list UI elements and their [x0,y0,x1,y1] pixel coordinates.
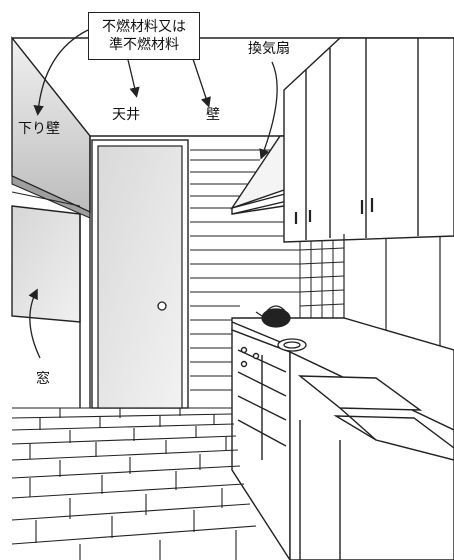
label-wall: 壁 [206,107,220,123]
window [11,191,81,323]
stove [277,338,307,352]
door [91,139,189,409]
label-hanging-wall: 下り壁 [18,121,60,137]
arrow-to-wall [191,55,211,108]
callout-line-2: 準不燃材料 [109,37,179,53]
label-range-hood: 換気扇 [248,41,290,57]
tile-backsplash [299,233,345,323]
arrow-to-hanging-wall [33,29,89,116]
sink [297,375,454,461]
callout-box: 不燃材料又は 準不燃材料 [88,12,200,60]
arrow-to-range-hood [259,61,278,160]
callout-line-1: 不燃材料又は [102,19,186,35]
label-ceiling: 天井 [112,107,140,123]
hanging-wall [11,35,91,219]
kettle [255,305,291,328]
label-window: 窓 [36,371,50,387]
arrow-to-window [28,288,41,359]
arrow-to-ceiling [127,59,140,98]
floor [11,407,257,560]
callout-arrows [28,29,278,359]
upper-cabinets [283,37,454,243]
